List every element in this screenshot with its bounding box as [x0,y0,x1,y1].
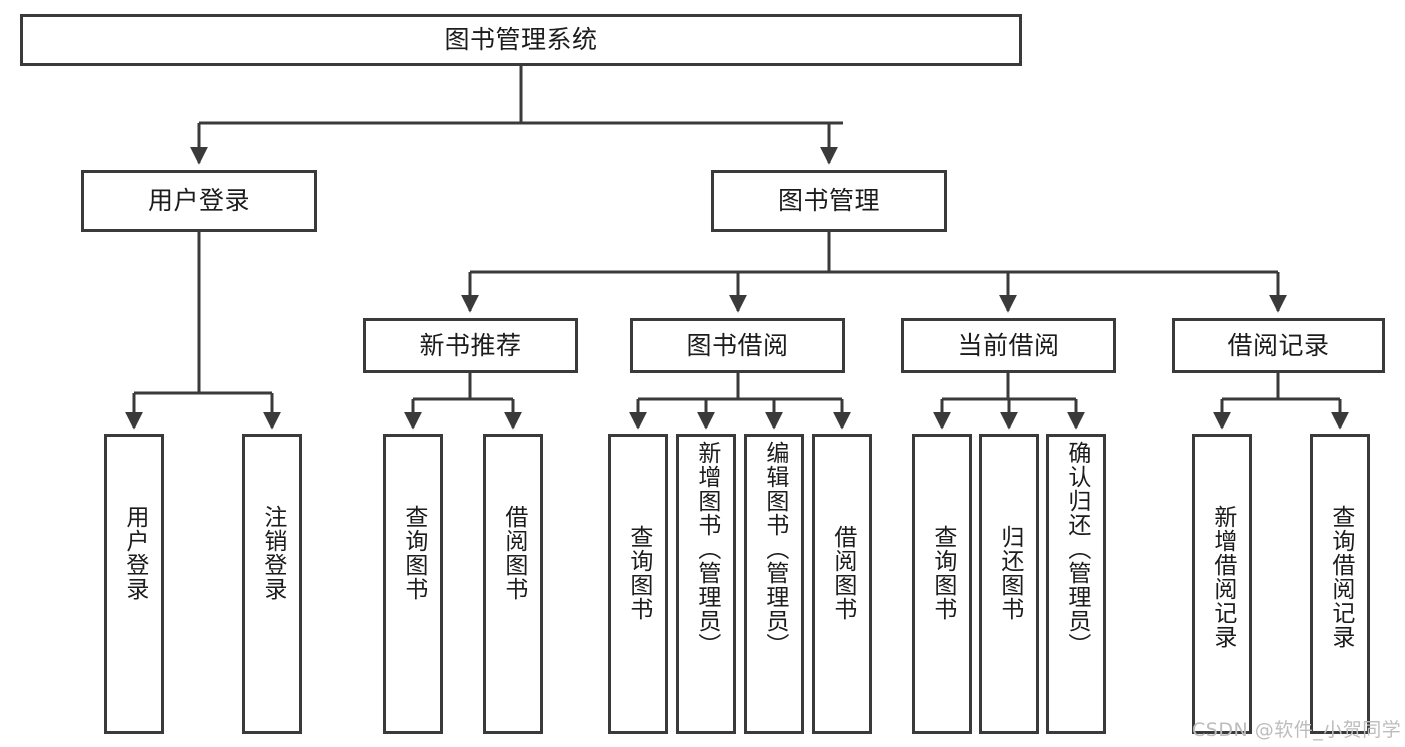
leaf-add-record-label: 新增借阅记录 [1209,505,1236,649]
leaf-confirm-return[interactable]: 确认归还（管理员） [1046,434,1106,734]
leaf-query-book-3-label: 查询图书 [929,525,956,621]
leaf-return-book-label: 归还图书 [996,525,1023,621]
leaf-query-record[interactable]: 查询借阅记录 [1310,434,1370,734]
node-user-login[interactable]: 用户登录 [81,170,317,232]
leaf-edit-book[interactable]: 编辑图书（管理员） [744,434,804,734]
leaf-query-record-label: 查询借阅记录 [1327,505,1354,649]
leaf-borrow-book-2-label: 借阅图书 [829,525,856,621]
node-user-login-label: 用户登录 [147,186,250,216]
node-borrow-record-label: 借阅记录 [1227,330,1330,360]
leaf-query-book-2[interactable]: 查询图书 [608,434,668,734]
leaf-borrow-book-2[interactable]: 借阅图书 [812,434,872,734]
leaf-logout-login[interactable]: 注销登录 [242,434,302,734]
leaf-query-book-3[interactable]: 查询图书 [912,434,972,734]
leaf-query-book-1-label: 查询图书 [400,505,427,601]
node-book-borrow-label: 图书借阅 [686,330,789,360]
leaf-return-book[interactable]: 归还图书 [979,434,1039,734]
leaf-confirm-return-label: 确认归还（管理员） [1063,441,1090,657]
node-new-book-recommend-label: 新书推荐 [419,330,522,360]
node-root[interactable]: 图书管理系统 [20,14,1022,66]
node-borrow-record[interactable]: 借阅记录 [1172,318,1385,373]
node-book-management[interactable]: 图书管理 [711,170,947,232]
leaf-add-book[interactable]: 新增图书（管理员） [676,434,736,734]
node-new-book-recommend[interactable]: 新书推荐 [363,318,578,373]
watermark-text: CSDN @软件_小贺同学 [1192,719,1402,741]
leaf-query-book-1[interactable]: 查询图书 [383,434,443,734]
leaf-user-login[interactable]: 用户登录 [104,434,164,734]
leaf-logout-login-label: 注销登录 [259,505,286,601]
leaf-edit-book-label: 编辑图书（管理员） [761,441,788,657]
node-root-label: 图书管理系统 [444,25,598,55]
node-current-borrow-label: 当前借阅 [957,330,1060,360]
leaf-borrow-book-1-label: 借阅图书 [500,505,527,601]
node-current-borrow[interactable]: 当前借阅 [901,318,1116,373]
leaf-user-login-label: 用户登录 [121,505,148,601]
node-book-borrow[interactable]: 图书借阅 [630,318,845,373]
node-book-management-label: 图书管理 [777,186,880,216]
leaf-add-record[interactable]: 新增借阅记录 [1192,434,1252,734]
leaf-borrow-book-1[interactable]: 借阅图书 [483,434,543,734]
leaf-query-book-2-label: 查询图书 [625,525,652,621]
leaf-add-book-label: 新增图书（管理员） [693,441,720,657]
